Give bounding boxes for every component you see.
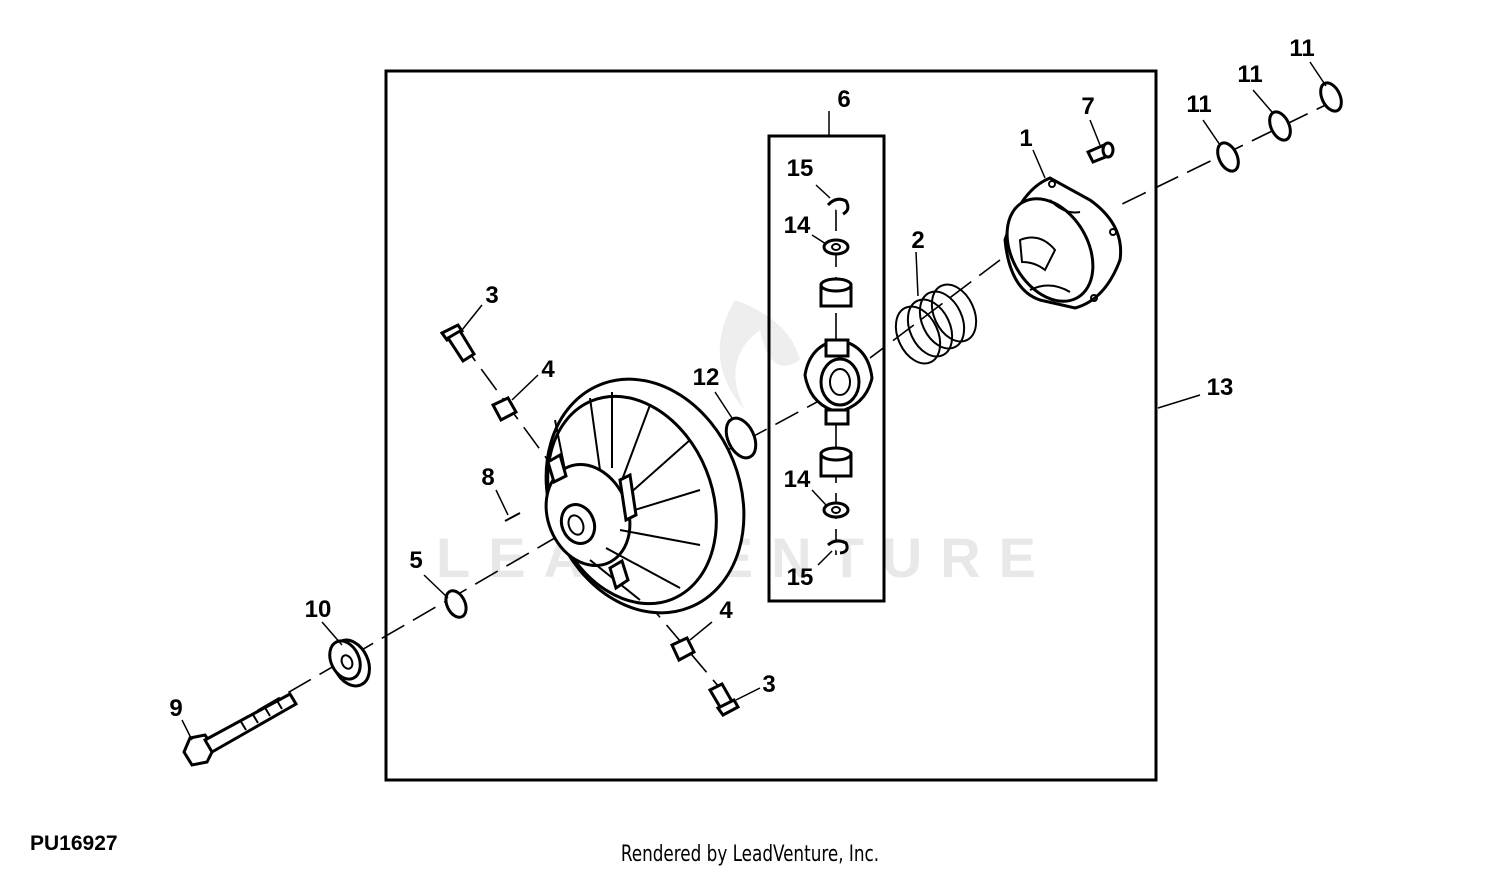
callout-8: 8 bbox=[481, 464, 494, 491]
callout-11-a: 11 bbox=[1186, 91, 1211, 118]
helix-cam bbox=[1003, 176, 1123, 310]
callout-9: 9 bbox=[169, 695, 182, 722]
callout-3-bottom: 3 bbox=[762, 671, 775, 698]
kit-frame bbox=[384, 69, 1158, 782]
roller-pin-bottom bbox=[707, 682, 741, 717]
subkit-parts bbox=[803, 197, 874, 555]
figure-id: PU16927 bbox=[30, 832, 118, 855]
callout-6: 6 bbox=[837, 86, 850, 113]
callout-14-bottom: 14 bbox=[784, 466, 811, 493]
callout-15-top: 15 bbox=[787, 155, 814, 182]
ring-12 bbox=[724, 416, 758, 460]
callout-15-bottom: 15 bbox=[787, 564, 814, 591]
callout-12: 12 bbox=[693, 364, 720, 391]
callout-1: 1 bbox=[1019, 125, 1032, 152]
watermark-text: LEADVENTURE bbox=[436, 526, 1054, 589]
shim-1 bbox=[1216, 141, 1240, 173]
assembly-axis bbox=[214, 97, 1341, 736]
callout-3-top: 3 bbox=[485, 282, 498, 309]
callout-7: 7 bbox=[1081, 93, 1094, 120]
callout-4-bottom: 4 bbox=[719, 597, 733, 624]
sheave bbox=[544, 377, 746, 615]
snap-ring bbox=[444, 589, 468, 619]
callout-4-top: 4 bbox=[541, 356, 555, 383]
callout-5: 5 bbox=[409, 547, 422, 574]
callout-14-top: 14 bbox=[784, 212, 811, 239]
leader-lines bbox=[181, 61, 1327, 741]
spring bbox=[894, 283, 978, 365]
small-pin bbox=[504, 512, 521, 522]
screw bbox=[1085, 141, 1115, 164]
callout-13: 13 bbox=[1207, 374, 1234, 401]
roller-bottom bbox=[670, 636, 696, 663]
cupped-washer bbox=[328, 638, 371, 688]
roller-pin-top bbox=[439, 323, 477, 364]
render-credit: Rendered by LeadVenture, Inc. bbox=[620, 842, 880, 867]
shim-2 bbox=[1268, 110, 1292, 142]
callout-11-b: 11 bbox=[1237, 61, 1262, 88]
callouts: 1 2 3 4 5 6 7 8 9 10 11 11 11 12 13 14 1… bbox=[169, 35, 1314, 722]
callout-11-c: 11 bbox=[1289, 35, 1314, 62]
roller-top bbox=[490, 396, 519, 423]
hex-bolt bbox=[182, 691, 299, 767]
callout-2: 2 bbox=[911, 227, 924, 254]
subkit-frame bbox=[767, 134, 886, 603]
callout-10: 10 bbox=[305, 596, 332, 623]
shim-3 bbox=[1319, 81, 1343, 113]
